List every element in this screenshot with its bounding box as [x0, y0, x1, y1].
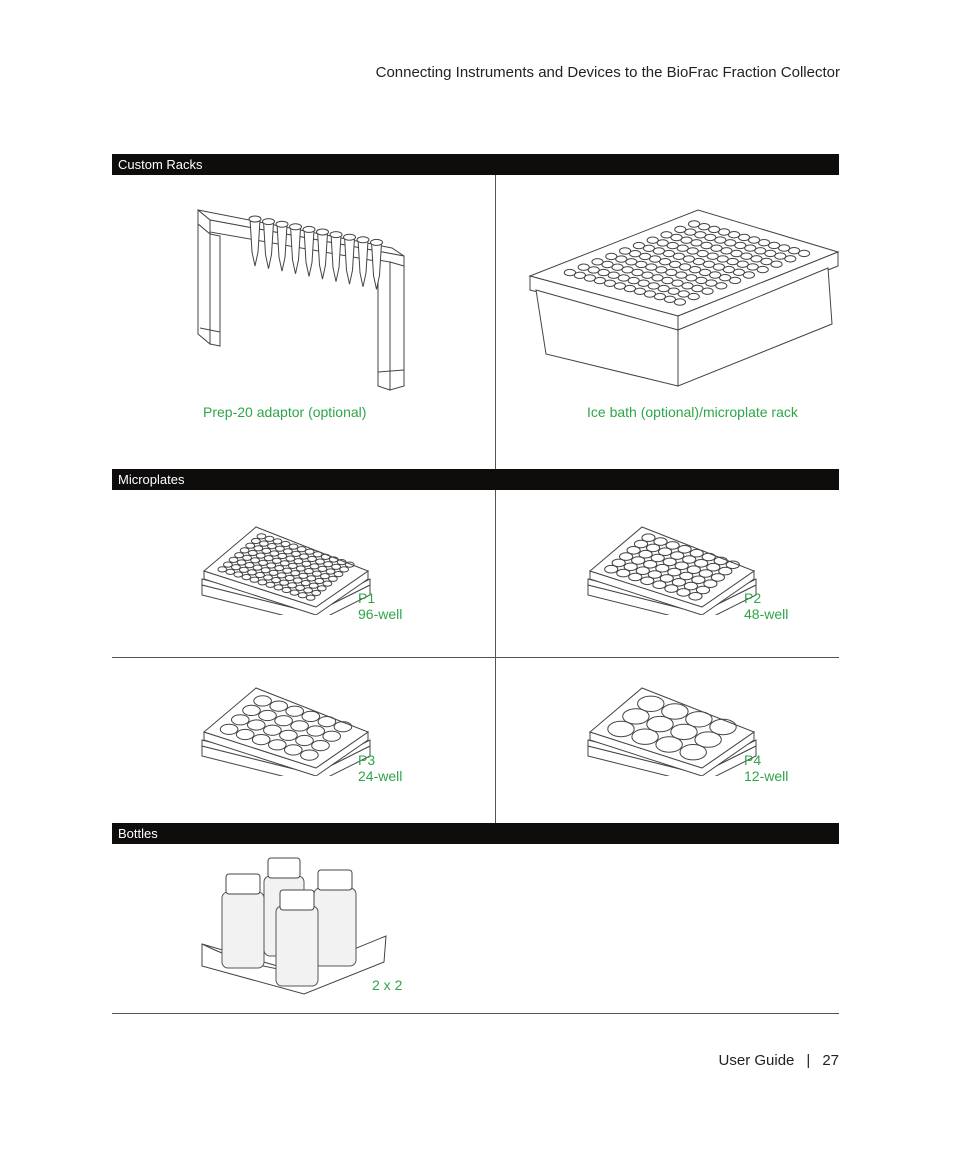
microplate-p3-caption: P3 24-well [358, 752, 402, 784]
column-divider [495, 175, 496, 469]
section-title: Custom Racks [118, 157, 203, 172]
section-title: Microplates [118, 472, 185, 487]
bottles-caption: 2 x 2 [372, 977, 403, 993]
microplate-p3-illustration [201, 687, 371, 776]
section-title: Bottles [118, 826, 158, 841]
microplate-p2-illustration [587, 526, 757, 615]
microplate-p4-caption: P4 12-well [744, 752, 788, 784]
bottle-left [221, 873, 265, 969]
plate-code: P4 [744, 752, 762, 768]
footer-doc-title: User Guide [718, 1052, 795, 1069]
page-number: 27 [822, 1052, 839, 1069]
row-divider [112, 657, 839, 658]
page-footer: User Guide | 27 [719, 1052, 839, 1069]
microplate-p4-illustration [587, 687, 757, 776]
plate-code: P1 [358, 590, 376, 606]
ice-bath-rack-illustration [528, 209, 840, 387]
prep-20-caption: Prep-20 adaptor (optional) [203, 404, 367, 420]
plate-wells: 96-well [358, 606, 403, 622]
prep-20-adaptor-illustration [197, 208, 405, 391]
section-band-microplates: Microplates [112, 469, 839, 490]
plate-wells: 12-well [744, 768, 789, 784]
microplate-p1-caption: P1 96-well [358, 590, 402, 622]
microplate-p1-illustration [201, 526, 371, 615]
microplate-p2-caption: P2 48-well [744, 590, 788, 622]
plate-code: P3 [358, 752, 376, 768]
bottles-2x2-illustration [201, 857, 387, 995]
footer-separator: | [806, 1052, 811, 1069]
page-header-title: Connecting Instruments and Devices to th… [375, 64, 840, 81]
bottom-divider [112, 1013, 839, 1014]
ice-bath-caption: Ice bath (optional)/microplate rack [587, 404, 798, 420]
plate-wells: 24-well [358, 768, 403, 784]
plate-wells: 48-well [744, 606, 789, 622]
plate-code: P2 [744, 590, 762, 606]
bottle-front [275, 889, 319, 987]
section-band-bottles: Bottles [112, 823, 839, 844]
bottle-right [313, 869, 357, 967]
section-band-custom-racks: Custom Racks [112, 154, 839, 175]
